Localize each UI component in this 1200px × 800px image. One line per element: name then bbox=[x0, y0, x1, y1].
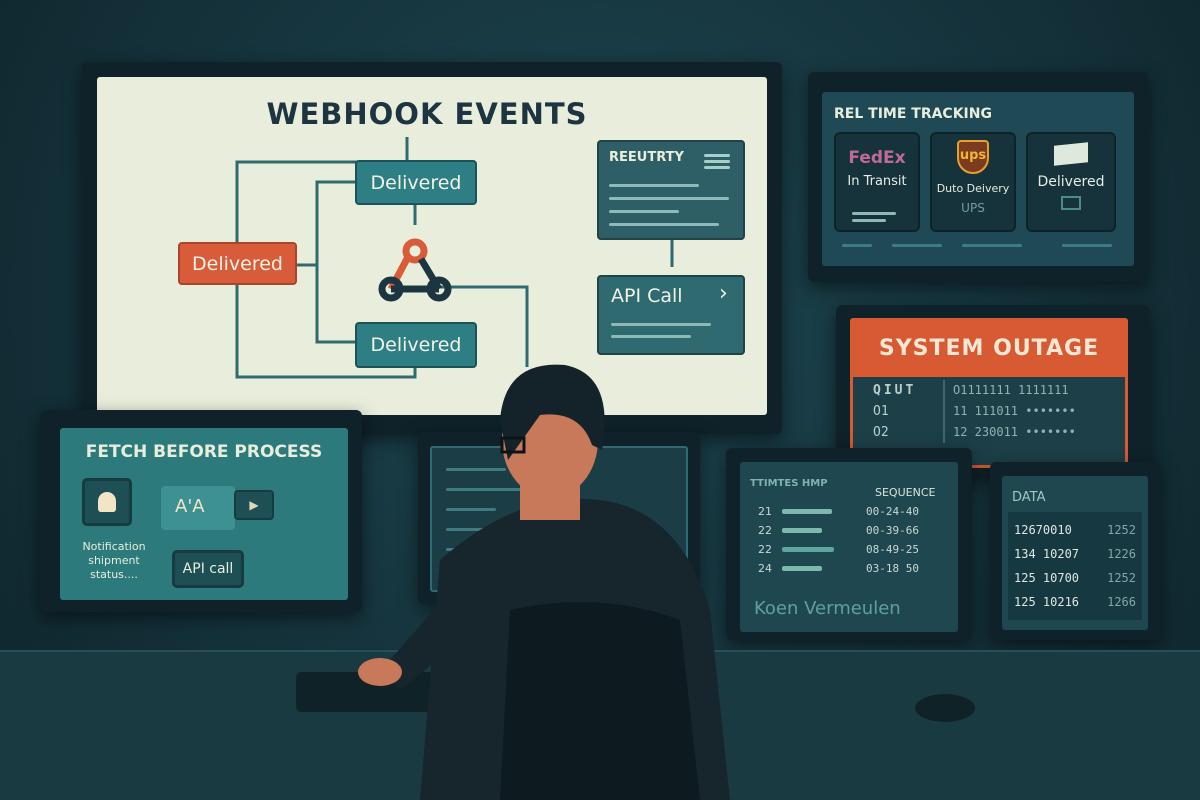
delivered-status: Delivered bbox=[1037, 174, 1105, 190]
data-title: DATA bbox=[1012, 490, 1046, 505]
outage-label: QIUT bbox=[873, 383, 917, 398]
fetch-title: FETCH BEFORE PROCESS bbox=[85, 442, 323, 462]
delivered-node-orange[interactable]: Delivered bbox=[178, 242, 297, 285]
person-at-desk bbox=[358, 364, 730, 800]
outage-label: O2 bbox=[873, 425, 889, 440]
play-node[interactable]: ▶ bbox=[234, 490, 274, 520]
tracking-monitor: REL TIME TRACKING FedEx In Transit ups D… bbox=[808, 72, 1148, 282]
outage-value: O1111111 1111111 bbox=[953, 383, 1069, 397]
api-call-panel[interactable]: API Call › bbox=[597, 275, 745, 355]
retry-panel[interactable]: REEUTRTY bbox=[597, 140, 745, 240]
fedex-logo: FedEx bbox=[848, 148, 906, 168]
webhook-icon bbox=[378, 238, 452, 302]
user-name: Koen Vermeulen bbox=[754, 598, 901, 619]
aa-node[interactable]: A'A bbox=[161, 486, 235, 530]
outage-title: SYSTEM OUTAGE bbox=[878, 336, 1100, 361]
chair bbox=[500, 602, 700, 800]
sequence-header: SEQUENCE bbox=[875, 486, 936, 499]
ups-logo: ups bbox=[957, 140, 989, 174]
fedex-card[interactable]: FedEx In Transit bbox=[834, 132, 920, 232]
ups-card[interactable]: ups Duto Deivery UPS bbox=[930, 132, 1016, 232]
bell-icon bbox=[98, 492, 116, 512]
flow-connectors bbox=[235, 137, 674, 379]
outage-label: O1 bbox=[873, 404, 889, 419]
retry-panel-title: REEUTRTY bbox=[609, 150, 684, 165]
webhook-screen: WEBHOOK EVENTS Delivered Delivered Deliv… bbox=[97, 77, 767, 415]
delivered-node-top[interactable]: Delivered bbox=[355, 160, 477, 205]
fedex-status: In Transit bbox=[847, 174, 907, 189]
outage-right-col: O1111111 1111111 11 111011 ••••••• 12 2300… bbox=[943, 380, 1076, 443]
main-monitor: WEBHOOK EVENTS Delivered Delivered Deliv… bbox=[82, 62, 782, 434]
box-icon bbox=[1061, 196, 1081, 210]
api-call-node[interactable]: API call bbox=[172, 550, 244, 588]
delivered-card[interactable]: Delivered bbox=[1026, 132, 1116, 232]
api-call-title: API Call bbox=[611, 285, 683, 307]
outage-header bbox=[853, 321, 1125, 377]
fetch-monitor: FETCH BEFORE PROCESS A'A ▶ API call Noti… bbox=[40, 410, 362, 612]
ups-status: Duto Deivery bbox=[936, 182, 1010, 195]
timestamp-header: TTIMTES HMP bbox=[750, 478, 828, 489]
outage-value: 11 111011 ••••••• bbox=[953, 404, 1076, 418]
mouse[interactable] bbox=[915, 694, 975, 722]
outage-value: 12 230011 ••••••• bbox=[953, 425, 1076, 439]
envelope-icon bbox=[1054, 142, 1088, 166]
delivered-node-bottom[interactable]: Delivered bbox=[355, 322, 477, 368]
webhook-title: WEBHOOK EVENTS bbox=[266, 97, 588, 131]
ups-sub: UPS bbox=[961, 201, 985, 215]
bell-node[interactable] bbox=[82, 478, 132, 526]
tracking-title: REL TIME TRACKING bbox=[834, 106, 992, 122]
chevron-right-icon: › bbox=[719, 281, 728, 306]
